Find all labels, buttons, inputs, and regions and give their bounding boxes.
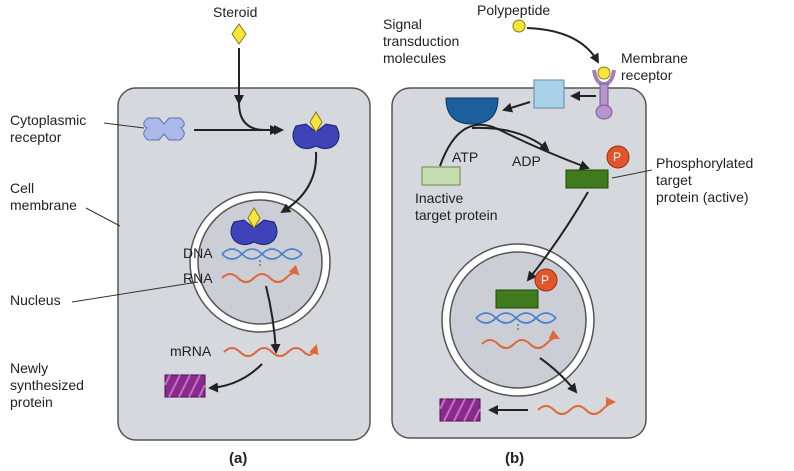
steroid-molecule — [231, 23, 247, 45]
nuclear-complex — [230, 219, 278, 246]
label-signal-molecules: Signal transduction molecules — [383, 16, 460, 66]
label-new-protein: Newly synthesized protein — [10, 360, 84, 410]
phosphate-group-1 — [606, 145, 630, 169]
phosphate-group-2 — [534, 268, 558, 292]
signal-square — [533, 79, 565, 109]
panel-label-a: (a) — [229, 450, 248, 467]
nuclear-active-protein — [495, 289, 539, 309]
mrna-wave — [223, 344, 319, 357]
signal-bowl — [445, 97, 499, 125]
membrane-receptor — [592, 66, 616, 120]
nuclear-steroid — [247, 207, 261, 229]
phosphate-label-1: P — [613, 150, 622, 164]
label-polypeptide: Polypeptide — [477, 2, 551, 18]
label-adp: ADP — [512, 153, 541, 169]
panel-label-b: (b) — [505, 450, 525, 467]
rna-wave-b — [481, 329, 560, 349]
bound-steroid — [309, 111, 323, 133]
label-steroid: Steroid — [213, 4, 258, 20]
rna-wave-a — [221, 264, 300, 283]
label-membrane-receptor: Membrane receptor — [621, 50, 688, 83]
cytoplasmic-receptor — [143, 117, 185, 141]
label-dna: DNA — [183, 245, 213, 261]
polypeptide-molecule — [512, 19, 526, 33]
label-cytoplasmic-receptor: Cytoplasmic receptor — [10, 112, 87, 145]
inactive-target-protein — [421, 166, 461, 186]
phosphate-label-2: P — [541, 273, 550, 287]
steroid-receptor-complex — [292, 123, 340, 150]
label-nucleus: Nucleus — [10, 292, 61, 308]
label-cell-membrane: Cell membrane — [10, 180, 77, 213]
active-target-protein — [565, 169, 609, 189]
label-rna: RNA — [183, 270, 213, 286]
label-atp: ATP — [452, 149, 479, 165]
label-inactive-protein: Inactive target protein — [415, 190, 498, 223]
label-mrna: mRNA — [170, 343, 212, 359]
label-phosphorylated-protein: Phosphorylated target protein (active) — [656, 155, 754, 205]
mrna-wave-b — [537, 397, 616, 415]
